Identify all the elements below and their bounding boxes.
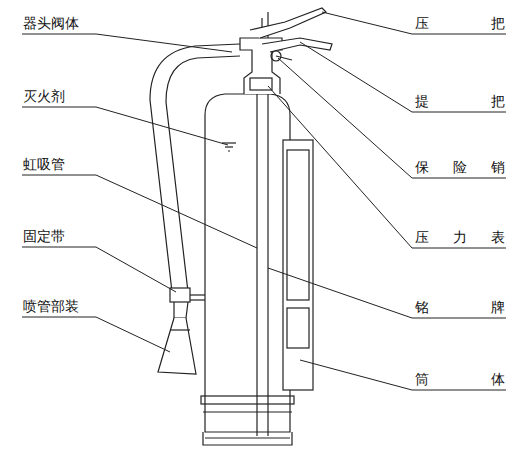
part-label: 筒体 — [414, 370, 506, 388]
cylinder-body — [205, 94, 290, 432]
base-ring — [201, 396, 294, 404]
part-label: 压力表 — [414, 228, 506, 246]
part-label: 虹吸管 — [22, 155, 66, 173]
leader-lines — [22, 12, 506, 390]
part-label: 固定带 — [22, 227, 66, 245]
leader-line — [268, 86, 506, 248]
press-lever — [250, 8, 326, 38]
nozzle — [174, 302, 188, 318]
part-label: 铭牌 — [414, 298, 506, 316]
siphon-tube — [256, 92, 257, 436]
carry-handle — [262, 38, 332, 52]
nozzle-cone — [158, 318, 196, 374]
hose — [150, 44, 240, 292]
part-label: 喷管部装 — [22, 297, 80, 315]
base-line — [205, 437, 290, 438]
leader-line — [22, 107, 228, 145]
nozzle-ring — [170, 329, 190, 330]
leader-line — [268, 268, 506, 318]
hose — [166, 56, 240, 292]
leader-line — [22, 175, 257, 248]
base-foot — [203, 432, 292, 445]
part-label: 压把 — [414, 14, 506, 32]
part-label: 提把 — [414, 92, 506, 110]
strap — [190, 299, 205, 300]
leader-line — [300, 360, 506, 390]
level-mark — [225, 146, 233, 147]
part-label: 保险销 — [414, 158, 506, 176]
nameplate-inner — [287, 308, 309, 348]
nameplate — [283, 140, 313, 390]
base-line — [203, 411, 292, 412]
siphon-tube — [267, 92, 268, 436]
leader-line — [322, 12, 506, 34]
level-mark — [228, 150, 230, 151]
part-label: 器头阀体 — [22, 14, 80, 32]
leader-line — [22, 247, 176, 292]
pressure-gauge — [250, 78, 272, 90]
leader-line — [278, 58, 506, 178]
leader-line — [300, 42, 506, 112]
nameplate-inner — [287, 150, 309, 300]
leader-line — [22, 34, 232, 52]
leader-line — [22, 317, 170, 352]
part-label: 灭火剂 — [22, 87, 66, 105]
strap — [190, 294, 205, 295]
extinguisher-drawing — [150, 8, 332, 445]
